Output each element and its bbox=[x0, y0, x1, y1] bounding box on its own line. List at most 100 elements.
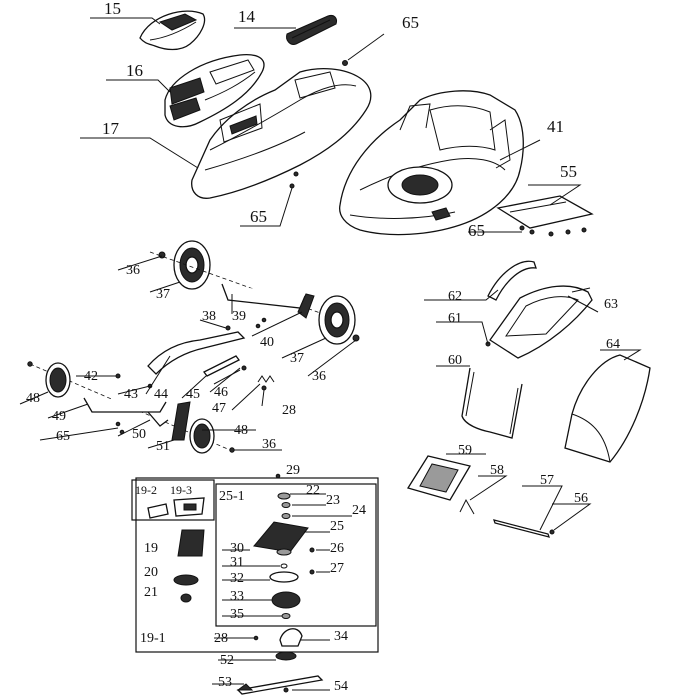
part-grass-box-lid bbox=[489, 285, 593, 359]
label-28-a: 28 bbox=[282, 403, 296, 418]
label-19-1: 19-1 bbox=[140, 631, 166, 646]
part-32-ring bbox=[269, 571, 299, 583]
label-32: 32 bbox=[230, 571, 244, 586]
part-22-washer bbox=[277, 492, 291, 500]
label-41: 41 bbox=[547, 117, 564, 136]
part-17-upper-housing bbox=[191, 67, 372, 199]
label-54: 54 bbox=[334, 679, 348, 694]
label-63: 63 bbox=[604, 297, 618, 312]
label-46: 46 bbox=[214, 385, 228, 400]
label-65-d: 65 bbox=[56, 429, 70, 444]
label-25-1: 25-1 bbox=[219, 489, 245, 504]
label-25: 25 bbox=[330, 519, 344, 534]
label-19-3: 19-3 bbox=[170, 483, 192, 497]
label-36-a: 36 bbox=[126, 263, 140, 278]
label-40: 40 bbox=[260, 335, 274, 350]
label-55: 55 bbox=[560, 162, 577, 181]
label-26: 26 bbox=[330, 541, 344, 556]
label-19: 19 bbox=[144, 541, 158, 556]
label-51: 51 bbox=[156, 439, 170, 454]
label-37-b: 37 bbox=[290, 351, 304, 366]
part-cap-front-left bbox=[27, 361, 33, 367]
label-17: 17 bbox=[102, 119, 120, 138]
label-50: 50 bbox=[132, 427, 146, 442]
label-48-a: 48 bbox=[26, 391, 40, 406]
part-19-motor bbox=[177, 529, 205, 557]
label-15: 15 bbox=[104, 0, 121, 18]
part-45-rod bbox=[203, 355, 240, 377]
part-58-spring-clip bbox=[459, 498, 475, 515]
part-screw-small-b bbox=[261, 317, 267, 323]
label-48-b: 48 bbox=[234, 423, 248, 438]
part-36-cap-c bbox=[229, 447, 235, 453]
label-52: 52 bbox=[220, 653, 234, 668]
part-21-bearing bbox=[180, 593, 192, 603]
label-14: 14 bbox=[238, 7, 256, 26]
part-48-wheel-front-left bbox=[45, 362, 71, 398]
part-55-flap bbox=[496, 195, 594, 237]
part-48-wheel-front-right bbox=[189, 418, 215, 454]
part-47-spring bbox=[257, 375, 275, 383]
part-35-washer bbox=[281, 613, 291, 619]
part-54-bolt bbox=[283, 687, 289, 693]
label-37-a: 37 bbox=[156, 287, 170, 302]
part-53-blade bbox=[236, 675, 324, 695]
part-37-wheel-rear-right bbox=[318, 295, 356, 345]
part-39-axle-bracket bbox=[221, 283, 306, 309]
part-15-top-cover bbox=[139, 10, 206, 51]
label-27: 27 bbox=[330, 561, 344, 576]
label-30: 30 bbox=[230, 541, 244, 556]
label-47: 47 bbox=[212, 401, 226, 416]
part-57-rod bbox=[493, 519, 550, 538]
label-31: 31 bbox=[230, 555, 244, 570]
part-31-clip bbox=[280, 563, 288, 569]
part-20-fan bbox=[173, 574, 199, 586]
label-20: 20 bbox=[144, 565, 158, 580]
label-24: 24 bbox=[352, 503, 366, 518]
frame-19-1 bbox=[135, 477, 379, 653]
label-44: 44 bbox=[154, 387, 168, 402]
label-53: 53 bbox=[218, 675, 232, 690]
part-50-bracket bbox=[147, 411, 169, 427]
label-62: 62 bbox=[448, 289, 462, 304]
part-34-belt bbox=[279, 628, 303, 647]
part-62-carry-handle bbox=[487, 260, 537, 301]
label-23: 23 bbox=[326, 493, 340, 508]
label-36-b: 36 bbox=[312, 369, 326, 384]
part-37-wheel-rear-left bbox=[173, 240, 211, 290]
label-65-c: 65 bbox=[468, 221, 485, 240]
label-36-c: 36 bbox=[262, 437, 276, 452]
label-21: 21 bbox=[144, 585, 158, 600]
label-33: 33 bbox=[230, 589, 244, 604]
label-19-2: 19-2 bbox=[135, 483, 157, 497]
part-49-front-axle bbox=[83, 397, 167, 413]
part-64-grass-bag bbox=[564, 354, 651, 463]
frame-25-1 bbox=[215, 483, 377, 627]
label-35: 35 bbox=[230, 607, 244, 622]
part-19-2-gasket bbox=[147, 503, 169, 519]
part-52-adapter bbox=[275, 651, 297, 661]
label-29: 29 bbox=[286, 463, 300, 478]
label-60: 60 bbox=[448, 353, 462, 368]
label-16: 16 bbox=[126, 61, 143, 80]
label-39: 39 bbox=[232, 309, 246, 324]
part-63-clip bbox=[571, 287, 591, 293]
part-30-ring bbox=[276, 548, 292, 556]
label-64: 64 bbox=[606, 337, 620, 352]
part-44-adjust-lever bbox=[147, 331, 246, 375]
part-23-washer bbox=[281, 502, 291, 508]
part-28-screw-a bbox=[261, 385, 267, 391]
part-29-screw bbox=[275, 473, 281, 479]
part-60-frame bbox=[461, 367, 523, 439]
label-49: 49 bbox=[52, 409, 66, 424]
label-34: 34 bbox=[334, 629, 348, 644]
part-56-pin bbox=[549, 529, 555, 535]
part-51-arm bbox=[171, 401, 191, 441]
part-36-cap-b bbox=[352, 334, 360, 342]
label-22: 22 bbox=[306, 483, 320, 498]
label-38: 38 bbox=[202, 309, 216, 324]
part-14-grip bbox=[286, 15, 337, 45]
label-61: 61 bbox=[448, 311, 462, 326]
label-58: 58 bbox=[490, 463, 504, 478]
